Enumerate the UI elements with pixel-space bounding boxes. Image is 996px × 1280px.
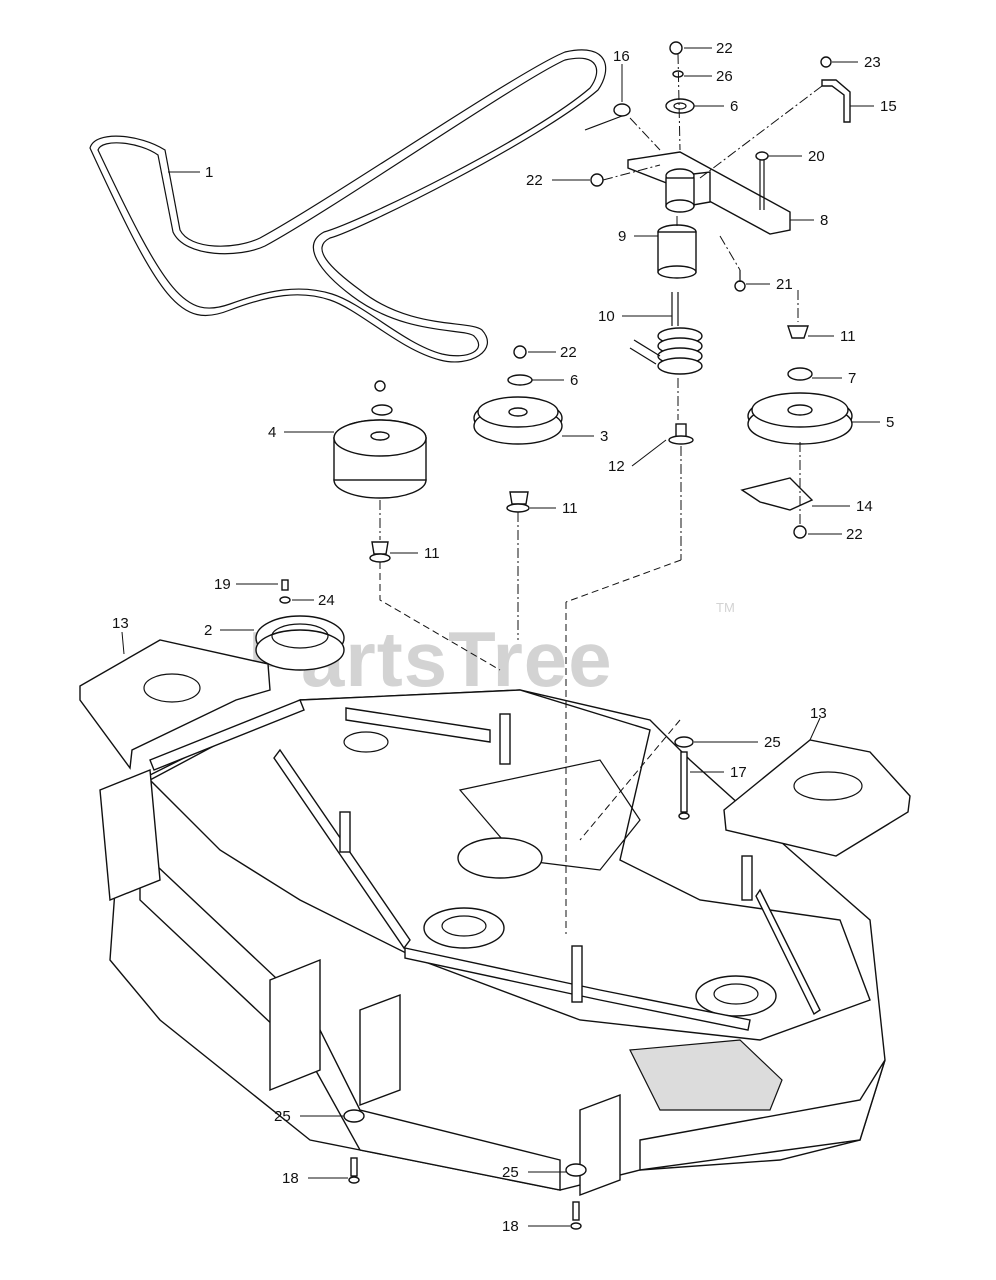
callout-14: 14	[856, 498, 873, 515]
pin-20	[755, 151, 769, 210]
hairpin-16	[584, 103, 661, 151]
callout-12: 12	[608, 458, 625, 475]
mower-deck	[99, 602, 886, 1197]
right-pulley-stack	[740, 290, 853, 539]
callout-22-top: 22	[716, 40, 733, 57]
bottom-hardware	[343, 1109, 587, 1230]
baffle-13-right	[723, 739, 911, 857]
callout-10: 10	[598, 308, 615, 325]
callout-6-mid: 6	[570, 372, 578, 389]
callout-19: 19	[214, 576, 231, 593]
middle-pulley-stack	[473, 345, 563, 640]
callouts: 1 2 3 4 5 6 6 7 8 9 10 11 11 11 12 13 13	[112, 40, 897, 1235]
callout-2: 2	[204, 622, 212, 639]
callout-11-left: 11	[424, 545, 440, 562]
callout-25-bottom: 25	[502, 1164, 519, 1181]
callout-16: 16	[613, 48, 630, 65]
spring-10	[629, 292, 703, 420]
callout-23: 23	[864, 54, 881, 71]
watermark-trademark: TM	[716, 600, 735, 615]
callout-25-left: 25	[274, 1108, 291, 1125]
callout-13-right: 13	[810, 705, 827, 722]
callout-25-top: 25	[764, 734, 781, 751]
callout-4: 4	[268, 424, 276, 441]
callout-22-left: 22	[526, 172, 543, 189]
callout-5: 5	[886, 414, 894, 431]
callout-18-right: 18	[502, 1218, 519, 1235]
callout-18-left: 18	[282, 1170, 299, 1187]
top-stack	[665, 41, 695, 151]
bracket-15	[699, 56, 851, 179]
callout-26: 26	[716, 68, 733, 85]
callout-22-mid: 22	[560, 344, 577, 361]
baffle-13-left	[79, 639, 271, 770]
callout-9: 9	[618, 228, 626, 245]
callout-17: 17	[730, 764, 747, 781]
callout-24: 24	[318, 592, 335, 609]
callout-13-left: 13	[112, 615, 129, 632]
stud-12	[565, 423, 694, 603]
spindle-pulley-2	[255, 579, 345, 671]
nut-22-left	[590, 173, 604, 187]
callout-1: 1	[205, 164, 213, 181]
callout-11-mid: 11	[562, 500, 578, 517]
idler-arm-8	[627, 151, 791, 235]
callout-3: 3	[600, 428, 608, 445]
callout-6-top: 6	[730, 98, 738, 115]
callout-7: 7	[848, 370, 856, 387]
belt	[89, 49, 607, 363]
screw-21	[719, 235, 746, 292]
left-pulley-stack	[333, 380, 501, 671]
callout-20: 20	[808, 148, 825, 165]
callout-8: 8	[820, 212, 828, 229]
callout-11-right: 11	[840, 328, 856, 345]
callout-22-right: 22	[846, 526, 863, 543]
callout-21: 21	[776, 276, 793, 293]
spacer-9	[657, 216, 697, 279]
callout-15: 15	[880, 98, 897, 115]
